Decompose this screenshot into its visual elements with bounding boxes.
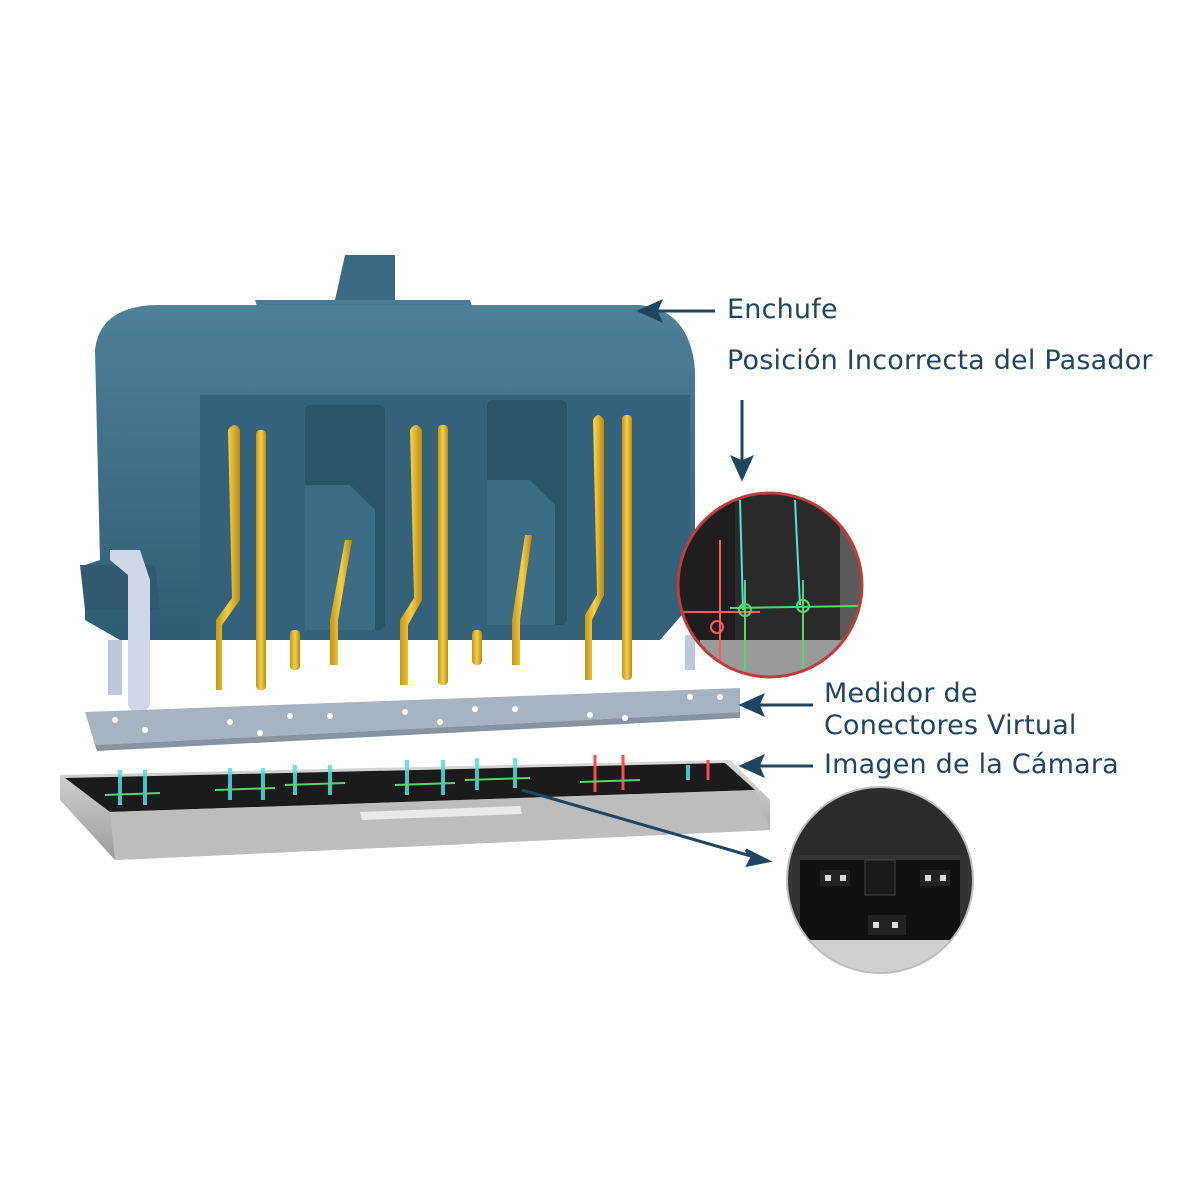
zoom-wrong-pin-view <box>676 491 864 679</box>
label-camera-image: Imagen de la Cámara <box>824 749 1119 780</box>
arrow-zoom-camera <box>521 788 773 868</box>
annotation-arrows <box>521 299 813 868</box>
arrow-camera <box>738 754 813 778</box>
zoom-camera-view <box>786 786 974 974</box>
camera-image-base <box>60 755 770 860</box>
label-wrong-pin-position: Posición Incorrecta del Pasador <box>727 345 1153 376</box>
arrow-gauge <box>738 693 813 717</box>
arrow-plug <box>636 299 715 323</box>
label-virtual-connector-gauge: Medidor de Conectores Virtual <box>824 678 1077 742</box>
label-gauge-line1: Medidor de <box>824 678 978 709</box>
pins <box>216 415 632 690</box>
label-plug: Enchufe <box>727 294 838 325</box>
virtual-gauge-plate <box>85 688 740 751</box>
arrow-wrong-pin <box>730 400 754 482</box>
label-gauge-line2: Conectores Virtual <box>824 710 1077 741</box>
